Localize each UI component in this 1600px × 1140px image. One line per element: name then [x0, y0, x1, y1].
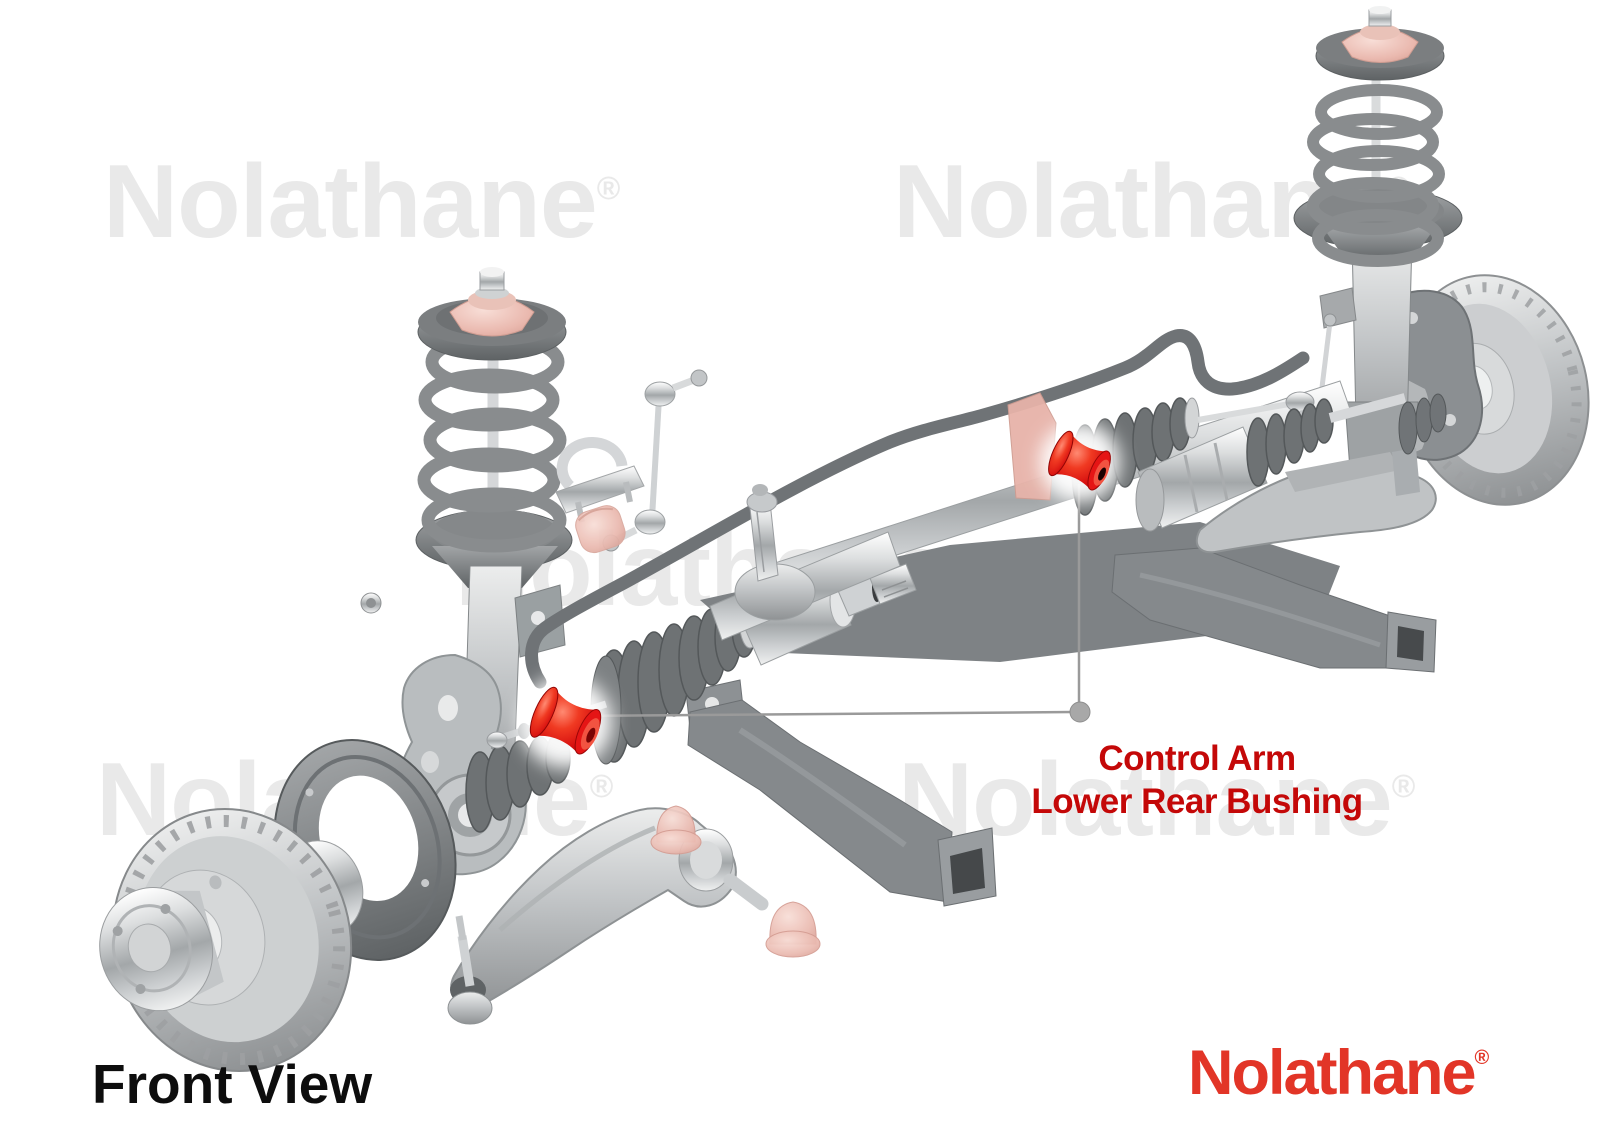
callout-label: Control Arm Lower Rear Bushing — [987, 737, 1407, 823]
brand-logo: Nolathane® — [1188, 1042, 1489, 1105]
right-coil-spring — [1293, 62, 1463, 267]
callout-leader — [569, 484, 1091, 723]
left-strut-top-mount — [417, 267, 567, 361]
watermark-top-left: Nolathane® — [103, 144, 621, 260]
right-cv-axle — [1135, 393, 1447, 532]
watermark-top-right: Nolathane® — [893, 144, 1411, 260]
highlight-bushing-right — [1040, 422, 1120, 502]
callout-line2: Lower Rear Bushing — [1031, 782, 1363, 821]
control-arm-rear-bushing-pink — [765, 901, 821, 958]
left-lower-control-arm — [447, 807, 769, 1025]
sway-bar-bushing-pink — [575, 505, 626, 554]
control-arm-front-bushing-pink — [650, 805, 702, 855]
right-lower-control-arm — [1195, 448, 1437, 554]
brand-logo-reg: ® — [1474, 1047, 1490, 1069]
callout-line1: Control Arm — [1098, 739, 1296, 778]
sway-bar-clamp — [555, 436, 645, 523]
highlight-bushing-left — [520, 676, 612, 768]
loose-nut — [360, 592, 382, 614]
view-label: Front View — [92, 1053, 373, 1115]
sway-bar — [525, 329, 1310, 689]
brand-logo-text: Nolathane — [1188, 1038, 1477, 1108]
front-hub — [99, 887, 224, 1012]
right-strut-top-mount — [1315, 6, 1445, 81]
